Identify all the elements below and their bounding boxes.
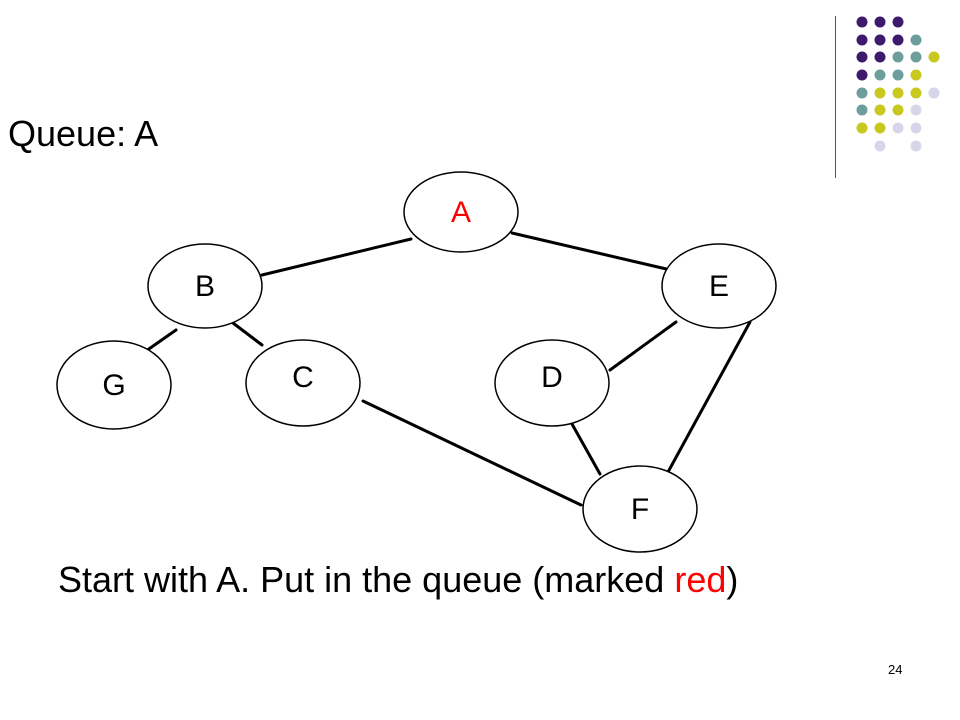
decor-dot bbox=[928, 87, 940, 99]
decor-dot bbox=[856, 69, 868, 81]
decor-dot bbox=[874, 104, 886, 116]
node-a: A bbox=[403, 171, 519, 253]
decor-dot bbox=[910, 69, 922, 81]
node-g-label: G bbox=[102, 369, 125, 402]
node-c-circle bbox=[245, 339, 361, 427]
node-b: B bbox=[147, 243, 263, 329]
edge-a-e bbox=[510, 231, 677, 273]
decor-dot bbox=[856, 51, 868, 63]
decor-dot bbox=[856, 16, 868, 28]
decor-dot bbox=[910, 104, 922, 116]
edge-e-f bbox=[660, 320, 752, 485]
caption-end: ) bbox=[726, 559, 739, 600]
decor-dot bbox=[910, 51, 922, 63]
decor-dot bbox=[874, 34, 886, 46]
edge-c-f bbox=[361, 399, 583, 507]
decor-dot bbox=[856, 87, 868, 99]
edge-b-g bbox=[144, 328, 178, 353]
decor-dot bbox=[910, 122, 922, 134]
page-number: 24 bbox=[888, 662, 903, 677]
node-f: F bbox=[582, 465, 698, 553]
node-d-circle bbox=[494, 339, 610, 427]
node-g-circle bbox=[56, 340, 172, 430]
decor-dot bbox=[856, 34, 868, 46]
decor-dot bbox=[892, 69, 904, 81]
decor-dot bbox=[910, 34, 922, 46]
node-b-circle bbox=[147, 243, 263, 329]
node-f-circle bbox=[582, 465, 698, 553]
queue-label: Queue: bbox=[8, 113, 135, 154]
node-e-label: E bbox=[709, 270, 729, 303]
queue-content: A bbox=[134, 113, 159, 154]
caption: Start with A. Put in the queue (marked r… bbox=[58, 558, 738, 602]
decor-dot bbox=[928, 51, 940, 63]
node-d-label: D bbox=[541, 361, 563, 394]
node-e: E bbox=[661, 243, 777, 329]
decorative-dot-grid bbox=[856, 16, 940, 152]
edge-e-d bbox=[608, 320, 678, 372]
decor-dot bbox=[892, 122, 904, 134]
vertical-divider bbox=[835, 16, 836, 178]
decor-dot bbox=[892, 34, 904, 46]
decor-dot bbox=[874, 87, 886, 99]
node-a-circle bbox=[403, 171, 519, 253]
node-e-circle bbox=[661, 243, 777, 329]
decor-dot bbox=[874, 16, 886, 28]
caption-text: Start with A. Put in the queue (marked bbox=[58, 559, 675, 600]
node-b-label: B bbox=[195, 270, 215, 303]
decor-dot bbox=[856, 122, 868, 134]
node-a-label: A bbox=[451, 196, 471, 229]
edge-d-f bbox=[570, 422, 602, 476]
decor-dot bbox=[856, 104, 868, 116]
edge-b-c bbox=[231, 321, 264, 347]
node-c: C bbox=[245, 339, 361, 427]
node-d: D bbox=[494, 339, 610, 427]
decor-dot bbox=[874, 51, 886, 63]
decor-dot bbox=[874, 69, 886, 81]
decor-dot bbox=[892, 16, 904, 28]
decor-dot bbox=[910, 87, 922, 99]
edge-a-b bbox=[260, 237, 413, 277]
node-c-label: C bbox=[292, 361, 314, 394]
node-f-label: F bbox=[631, 493, 649, 526]
node-g: G bbox=[56, 340, 172, 430]
decor-dot bbox=[892, 87, 904, 99]
decor-dot bbox=[910, 140, 922, 152]
decor-dot bbox=[874, 140, 886, 152]
decor-dot bbox=[874, 122, 886, 134]
queue-title: Queue: A bbox=[8, 112, 158, 156]
decor-dot bbox=[892, 104, 904, 116]
decor-dot bbox=[892, 51, 904, 63]
caption-highlight: red bbox=[674, 559, 727, 600]
